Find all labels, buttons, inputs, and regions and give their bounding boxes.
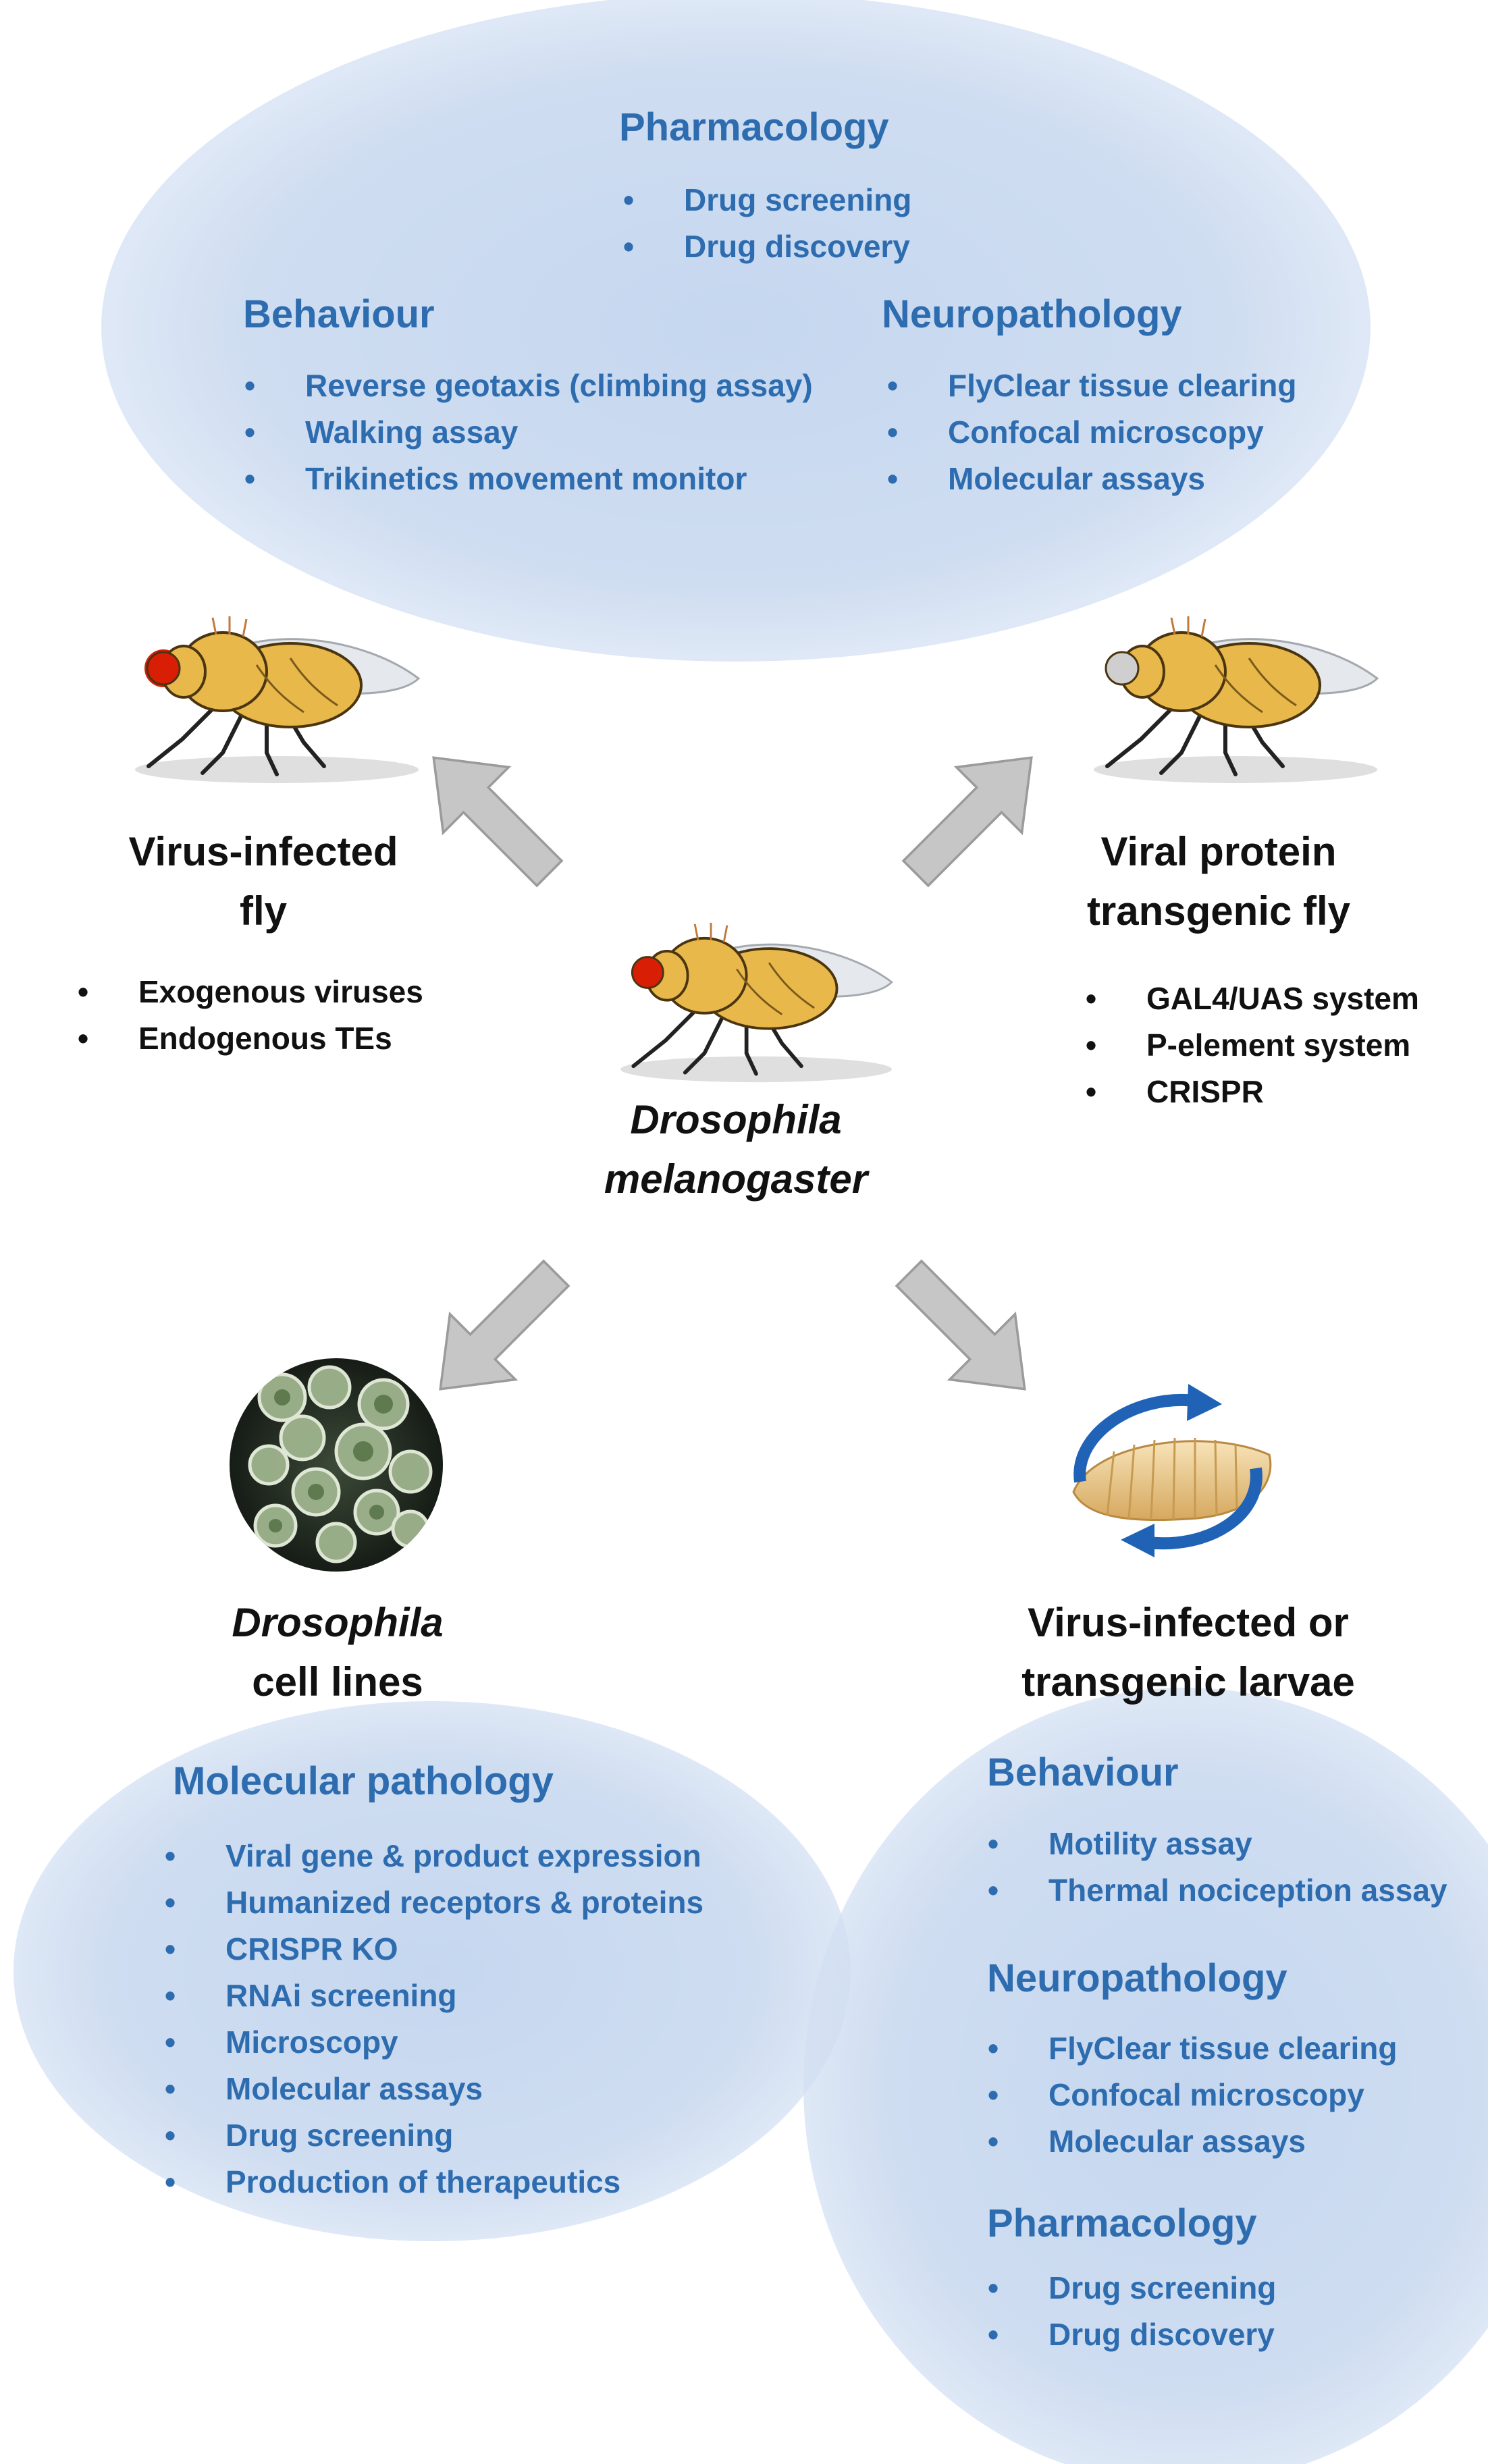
top-pharmacology-title: Pharmacology — [619, 105, 889, 149]
larvae-title: Virus-infected or transgenic larvae — [959, 1593, 1418, 1712]
transgenic-fly-list: GAL4/UAS system P-element system CRISPR — [1086, 975, 1419, 1115]
top-neuropathology-title: Neuropathology — [882, 292, 1182, 336]
top-neuropathology-list: FlyClear tissue clearing Confocal micros… — [887, 363, 1296, 502]
list-item: Microscopy — [165, 2019, 703, 2066]
cell-lines-title: Drosophila cell lines — [135, 1593, 540, 1712]
list-item: Motility assay — [988, 1821, 1447, 1867]
label-line: melanogaster — [604, 1156, 868, 1202]
list-item: Drug discovery — [988, 2311, 1276, 2358]
title-line: Viral protein — [1100, 829, 1337, 874]
virus-infected-fly-list: Exogenous viruses Endogenous TEs — [78, 969, 423, 1062]
larvae-behaviour-list: Motility assay Thermal nociception assay — [988, 1821, 1447, 1914]
larvae-neuropathology-title: Neuropathology — [987, 1956, 1287, 2000]
title-line: transgenic fly — [1086, 888, 1351, 934]
list-item: FlyClear tissue clearing — [988, 2025, 1397, 2072]
cell-culture-micrograph-icon — [230, 1358, 443, 1572]
drosophila-melanogaster-label: Drosophila melanogaster — [540, 1090, 932, 1209]
list-item: Thermal nociception assay — [988, 1867, 1447, 1914]
molecular-pathology-list: Viral gene & product expression Humanize… — [165, 1833, 703, 2205]
transgenic-fly-icon — [1094, 616, 1379, 783]
larvae-behaviour-title: Behaviour — [987, 1750, 1179, 1794]
list-item: CRISPR KO — [165, 1926, 703, 1973]
larvae-neuropathology-list: FlyClear tissue clearing Confocal micros… — [988, 2025, 1397, 2165]
list-item: Drug screening — [165, 2112, 703, 2159]
list-item: Trikinetics movement monitor — [244, 456, 813, 502]
top-region-blob — [101, 0, 1371, 662]
list-item: RNAi screening — [165, 1973, 703, 2019]
list-item: GAL4/UAS system — [1086, 975, 1419, 1022]
molecular-pathology-title: Molecular pathology — [173, 1759, 554, 1803]
list-item: Walking assay — [244, 409, 813, 456]
list-item: Drug screening — [623, 177, 911, 223]
list-item: Humanized receptors & proteins — [165, 1879, 703, 1926]
list-item: P-element system — [1086, 1022, 1419, 1069]
list-item: Molecular assays — [165, 2066, 703, 2112]
larva-with-cycle-arrows-icon — [1072, 1384, 1272, 1557]
top-behaviour-list: Reverse geotaxis (climbing assay) Walkin… — [244, 363, 813, 502]
title-line: fly — [239, 888, 288, 934]
virus-infected-fly-title: Virus-infected fly — [61, 822, 466, 941]
virus-infected-fly-icon — [135, 616, 421, 783]
title-line: Virus-infected or — [1028, 1600, 1349, 1645]
list-item: Viral gene & product expression — [165, 1833, 703, 1879]
list-item: Drug screening — [988, 2265, 1276, 2311]
top-pharmacology-list: Drug screening Drug discovery — [623, 177, 911, 270]
transgenic-fly-title: Viral protein transgenic fly — [999, 822, 1438, 941]
larvae-pharmacology-list: Drug screening Drug discovery — [988, 2265, 1276, 2358]
list-item: Exogenous viruses — [78, 969, 423, 1015]
list-item: Reverse geotaxis (climbing assay) — [244, 363, 813, 409]
list-item: Confocal microscopy — [887, 409, 1296, 456]
title-line: cell lines — [252, 1659, 423, 1705]
list-item: Molecular assays — [887, 456, 1296, 502]
larvae-pharmacology-title: Pharmacology — [987, 2201, 1257, 2245]
list-item: FlyClear tissue clearing — [887, 363, 1296, 409]
title-line: Drosophila — [232, 1600, 444, 1645]
arrow-up-right-icon — [901, 756, 1033, 888]
list-item: Endogenous TEs — [78, 1015, 423, 1062]
title-line: transgenic larvae — [1021, 1659, 1355, 1705]
title-line: Virus-infected — [128, 829, 398, 874]
list-item: Molecular assays — [988, 2118, 1397, 2165]
list-item: Confocal microscopy — [988, 2072, 1397, 2118]
list-item: Drug discovery — [623, 223, 911, 270]
drosophila-melanogaster-fly-icon — [620, 922, 894, 1083]
arrow-down-right-icon — [895, 1259, 1026, 1391]
top-behaviour-title: Behaviour — [243, 292, 435, 336]
arrow-up-left-icon — [432, 756, 564, 888]
label-line: Drosophila — [630, 1097, 842, 1142]
list-item: CRISPR — [1086, 1069, 1419, 1115]
list-item: Production of therapeutics — [165, 2159, 703, 2205]
arrow-down-left-icon — [439, 1259, 570, 1391]
